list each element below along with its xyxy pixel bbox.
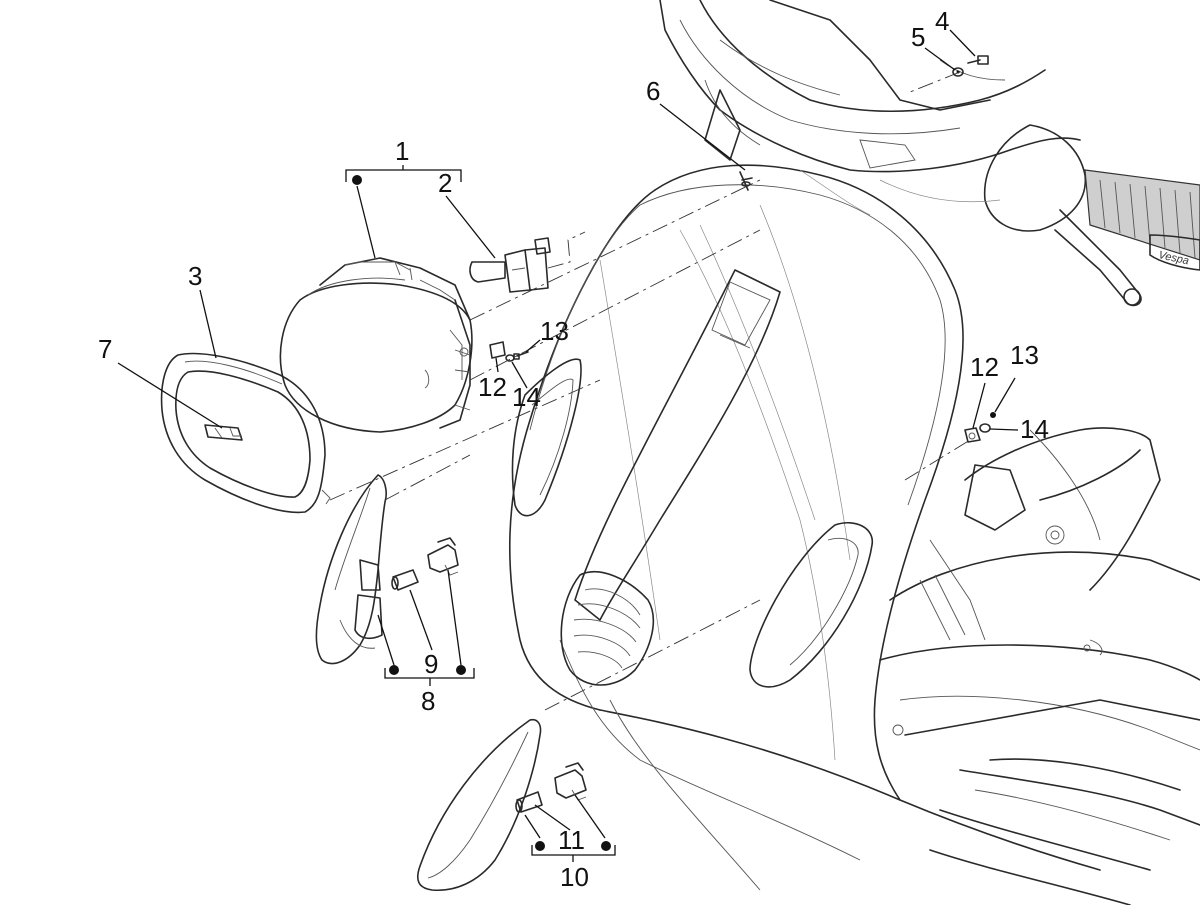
callout-5: 5 [911,22,925,52]
callout-13-right: 13 [1010,340,1039,370]
callout-7: 7 [98,334,112,364]
callout-11: 11 [558,825,585,855]
callout-14-right: 14 [1020,414,1049,444]
bullet-dots [352,175,611,851]
callout-14-left: 14 [512,382,541,412]
screw-part-13-right [990,412,996,418]
callout-12-right: 12 [970,352,999,382]
callout-10: 10 [560,862,589,892]
callout-12-left: 12 [478,372,507,402]
callout-1: 1 [395,136,409,166]
horn-grille [560,571,655,686]
headlamp-bracket [204,424,243,441]
right-indicator-bulb [515,791,543,813]
callout-3: 3 [188,261,202,291]
headlamp-trim-ring [160,352,331,514]
clip-part-12-left [489,341,506,359]
washer-part-14-left [505,354,515,362]
headlamp-unit [279,257,473,433]
screw-part-13-left [513,351,529,360]
nut-part-12-right [964,427,981,443]
callout-4: 4 [935,6,949,36]
right-indicator-socket [554,762,587,801]
left-indicator-recess [511,358,582,517]
callout-labels: 1 2 3 4 5 6 7 13 12 14 12 13 14 9 8 11 1… [98,6,1049,892]
scooter-front-shield [508,164,1101,891]
callout-9: 9 [424,649,438,679]
frame-and-floor [879,427,1200,905]
left-indicator-socket [427,537,459,576]
assembly-center-lines [329,71,971,711]
left-indicator-lens [315,474,387,665]
handlebar-assembly: Vespa [659,0,1200,307]
screw-part-6 [739,171,753,191]
screw-part-4 [967,55,989,65]
callout-6: 6 [646,76,660,106]
headlamp-bulb [469,237,551,293]
callout-2: 2 [438,168,452,198]
callout-8: 8 [421,686,435,716]
leader-lines [117,29,1019,862]
right-indicator-recess [749,521,873,688]
left-indicator-bulb [391,569,419,591]
washer-part-14-right [979,423,991,433]
right-indicator-lens [416,718,542,892]
callout-13-left: 13 [540,316,569,346]
center-tie-strip [574,269,781,621]
